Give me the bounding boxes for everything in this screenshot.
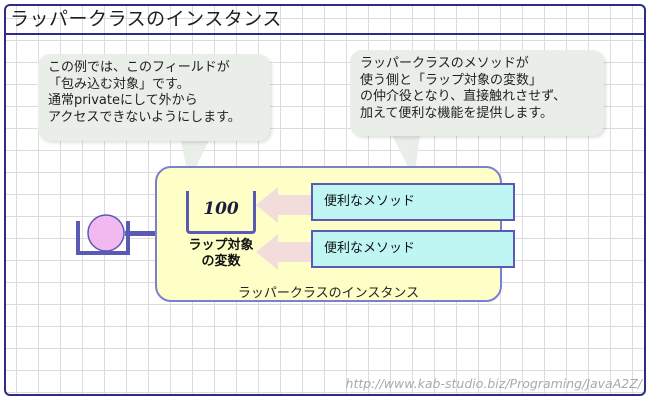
client-connector (125, 231, 157, 236)
wrapped-variable-label-line: の変数 (201, 254, 241, 269)
arrows (256, 187, 316, 270)
wrapped-variable-label-line: ラップ対象 (188, 238, 254, 253)
callout-right-line: 使う側と「ラップ対象の変数」 (360, 72, 543, 88)
callout-left-line: この例では、このフィールドが (48, 60, 230, 75)
client-ball (87, 214, 125, 252)
wrapped-variable-value: 100 (203, 199, 239, 219)
instance-label: ラッパークラスのインスタンス (237, 286, 420, 301)
callout-right-line: の仲介役となり、直接触れさせず、 (360, 89, 567, 104)
client-icon (76, 214, 157, 255)
callout-left-line: 通常privateにして外から (48, 93, 198, 108)
page-title: ラッパークラスのインスタンス (10, 8, 282, 30)
callout-right-line: 加えて便利な機能を提供します。 (360, 105, 554, 121)
left-arrow-icon (256, 234, 316, 270)
wrapped-variable-container (186, 191, 256, 234)
callout-right: ラッパークラスのメソッドが 使う側と「ラップ対象の変数」 の仲介役となり、直接触… (350, 50, 604, 136)
callout-left-line: 「包み込む対象」です。 (48, 76, 190, 92)
method-box: 便利なメソッド (311, 230, 515, 268)
wrapped-variable-label: ラップ対象 の変数 (168, 238, 274, 270)
left-arrow-icon (256, 187, 316, 223)
title-divider (4, 33, 646, 35)
callout-right-line: ラッパークラスのメソッドが (360, 56, 529, 71)
callout-left: この例では、このフィールドが 「包み込む対象」です。 通常privateにして外… (38, 54, 270, 141)
method-box: 便利なメソッド (311, 183, 515, 221)
client-cup (76, 221, 130, 255)
callout-left-line: アクセスできないようにします。 (48, 109, 241, 125)
source-url: http://www.kab-studio.biz/Programing/Jav… (345, 376, 642, 391)
